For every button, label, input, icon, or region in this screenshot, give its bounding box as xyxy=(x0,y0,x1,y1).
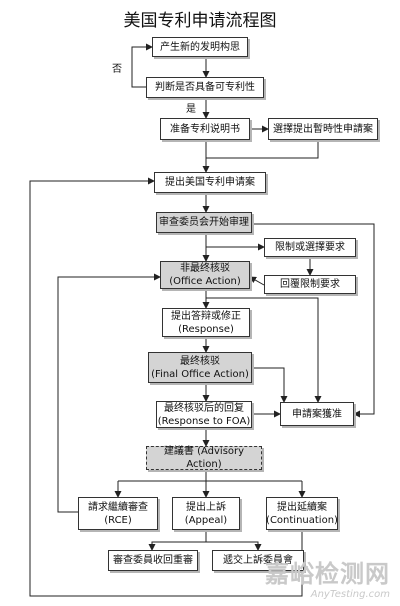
board-of-appeals-node: 遞交上訴委員會 xyxy=(212,550,304,571)
response-zh: 提出答辩或修正 xyxy=(171,310,241,322)
reply-restriction-label: 回覆限制要求 xyxy=(280,279,340,290)
page-title: 美国专利申请流程图 xyxy=(123,11,277,31)
appeal-node: 提出上訴(Appeal) xyxy=(172,497,240,530)
final-oa-en: (Final Office Action) xyxy=(151,368,249,380)
provisional-app-node: 選擇提出暫時性申請案 xyxy=(268,118,378,140)
appeal-zh: 提出上訴 xyxy=(186,501,226,513)
allowance-node: 申請案獲准 xyxy=(280,402,354,426)
final-office-action-node: 最终核驳(Final Office Action) xyxy=(148,352,252,383)
restriction-label: 限制或選擇要求 xyxy=(275,242,345,253)
file-application-node: 提出美国专利申请案 xyxy=(154,172,266,193)
appeal-en: (Appeal) xyxy=(184,514,228,526)
rce-zh: 請求繼續審查 xyxy=(88,501,148,513)
examiner-review-node: 审查委员会开始审理 xyxy=(156,212,252,233)
rce-node: 請求繼續審查(RCE) xyxy=(78,497,158,530)
board-label: 遞交上訴委員會 xyxy=(223,555,293,566)
allowance-label: 申請案獲准 xyxy=(292,408,342,420)
advisory-action-node: 建議書 (Advisory Action) xyxy=(146,446,262,470)
response-node: 提出答辩或修正(Response) xyxy=(162,308,250,337)
prepare-spec-label: 准备专利说明书 xyxy=(170,123,240,135)
new-idea-label: 产生新的发明构思 xyxy=(160,41,240,53)
watermark: 嘉峪检测网 AnyTesting.com xyxy=(265,554,390,600)
continuation-en: (Continuation) xyxy=(266,514,338,526)
examiner-rehear-node: 審查委員收回重審 xyxy=(108,550,198,571)
edge-label-yes: 是 xyxy=(186,104,196,115)
new-idea-node: 产生新的发明构思 xyxy=(152,37,248,57)
final-oa-zh: 最终核驳 xyxy=(180,355,220,367)
continuation-node: 提出延續案(Continuation) xyxy=(266,497,338,530)
office-action-en: (Office Action) xyxy=(169,276,241,287)
advisory-label: 建議書 (Advisory Action) xyxy=(163,446,245,470)
provisional-label: 選擇提出暫時性申請案 xyxy=(273,123,373,135)
response-en: (Response) xyxy=(178,323,234,335)
foa-response-zh: 最终核驳后的回复 xyxy=(163,402,244,414)
foa-response-en: (Response to FOA) xyxy=(157,415,251,427)
reply-restriction-node: 回覆限制要求 xyxy=(264,275,356,294)
rehear-label: 審查委員收回重審 xyxy=(113,555,193,566)
watermark-main: 嘉峪检测网 xyxy=(265,560,390,588)
rce-en: (RCE) xyxy=(104,514,132,526)
judge-label: 判断是否具备可专利性 xyxy=(155,82,255,93)
review-label: 审查委员会开始审理 xyxy=(159,217,249,228)
file-app-label: 提出美国专利申请案 xyxy=(165,177,255,188)
restriction-requirement-node: 限制或選擇要求 xyxy=(264,238,356,257)
continuation-zh: 提出延續案 xyxy=(277,501,327,513)
judge-patentability-node: 判断是否具备可专利性 xyxy=(146,77,264,98)
response-to-foa-node: 最终核驳后的回复(Response to FOA) xyxy=(156,401,252,428)
prepare-spec-node: 准备专利说明书 xyxy=(160,118,250,140)
office-action-node: 非最终核驳 (Office Action) xyxy=(160,261,250,289)
watermark-sub: AnyTesting.com xyxy=(310,589,390,600)
office-action-zh: 非最终核驳 xyxy=(180,263,230,274)
edge-label-no: 否 xyxy=(112,64,122,75)
